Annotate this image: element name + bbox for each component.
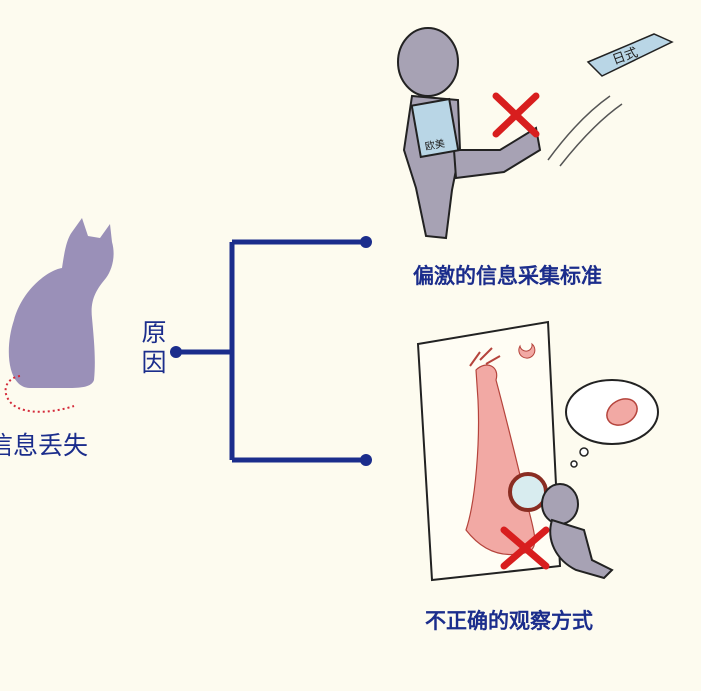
cat-silhouette xyxy=(4,218,114,413)
painting-illustration xyxy=(416,320,659,582)
connector-dot-top xyxy=(360,236,372,248)
reason-label: 原因 xyxy=(141,318,167,377)
biased-criteria-caption: 偏激的信息采集标准 xyxy=(413,263,602,288)
connector-dot-root xyxy=(170,346,182,358)
kicking-figure-illustration: 欧美 日式 xyxy=(397,27,674,240)
info-loss-label: 信息丢失 xyxy=(0,431,89,460)
connector-dot-bottom xyxy=(360,454,372,466)
wrong-observation-caption: 不正确的观察方式 xyxy=(425,608,593,633)
connector-tree xyxy=(178,239,366,463)
book-text: 欧美 xyxy=(424,137,446,153)
